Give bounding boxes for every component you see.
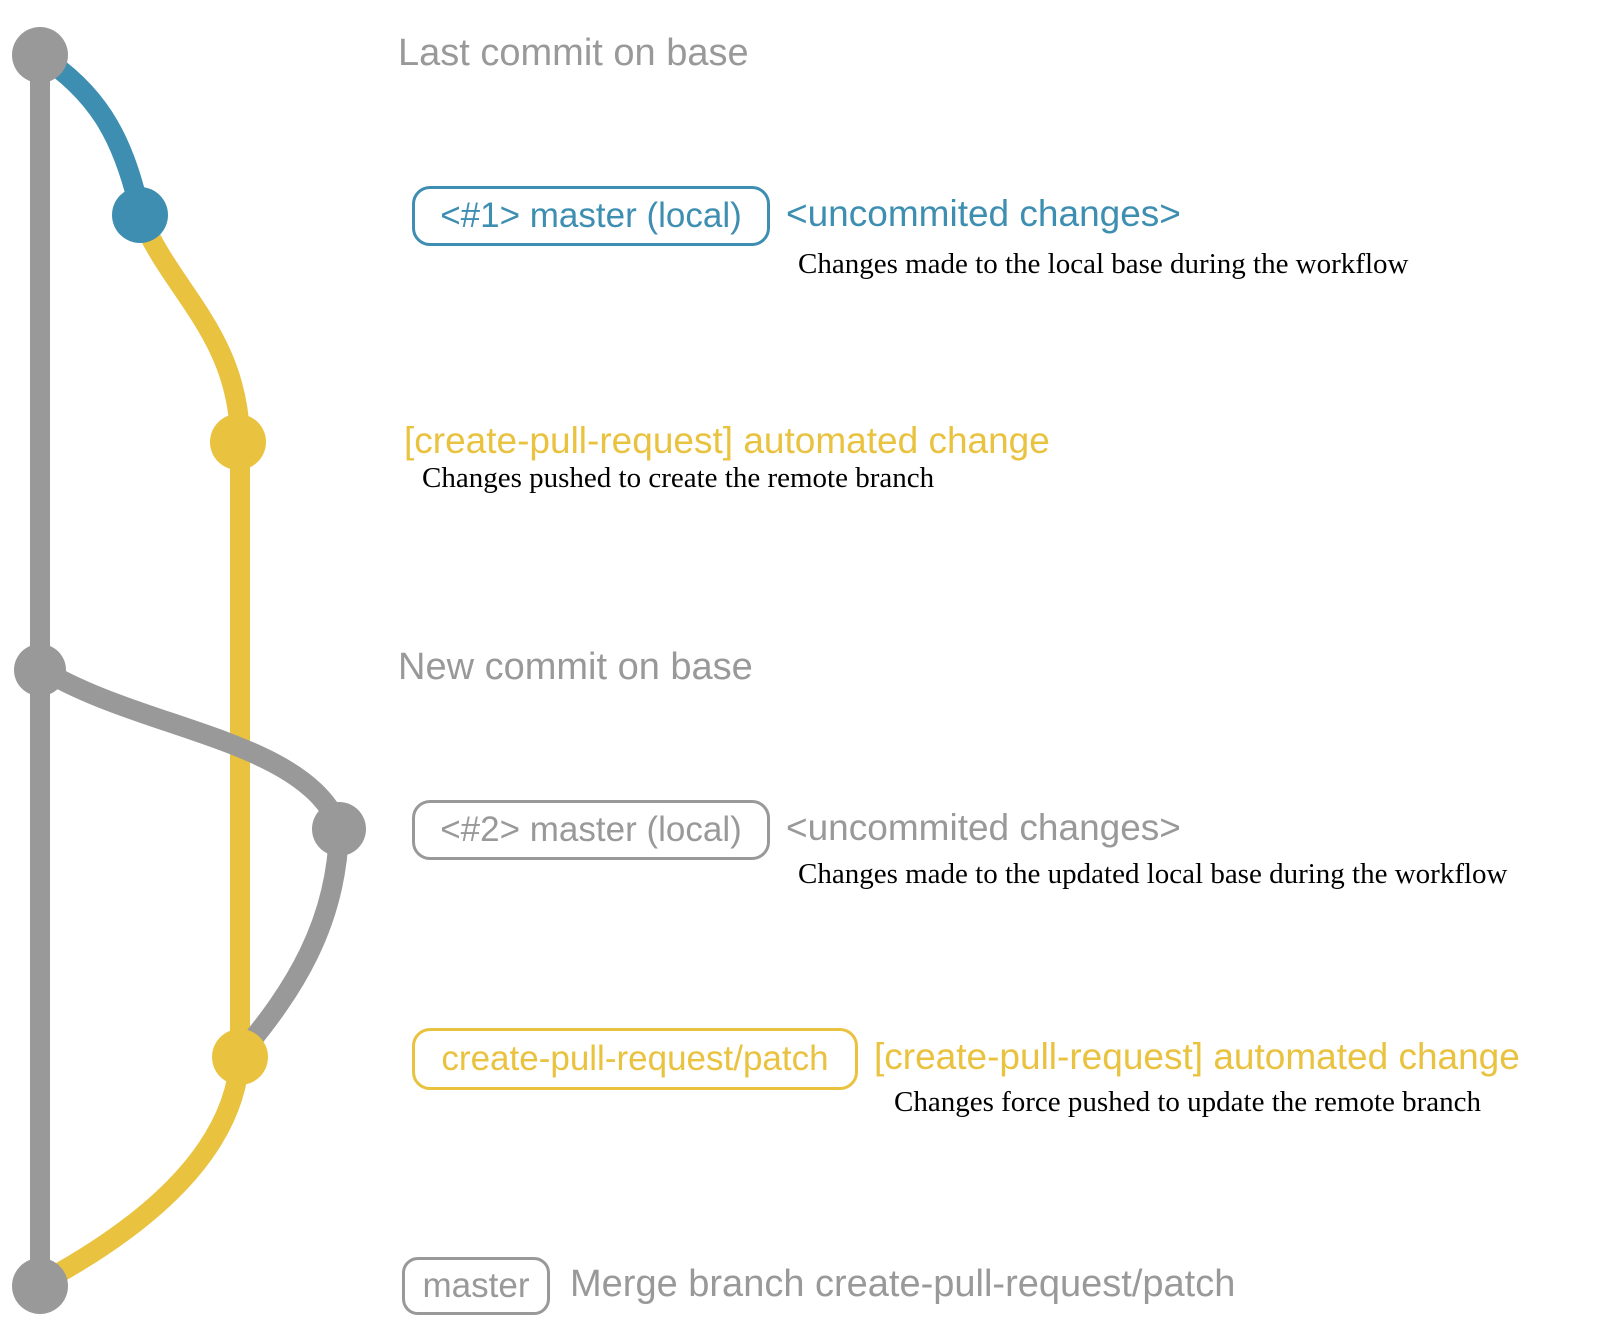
commit-dot-local-2 (312, 802, 366, 856)
local-commit-1-description: Changes made to the local base during th… (798, 248, 1409, 280)
new-commit-label: New commit on base (398, 646, 753, 688)
push-1-description: Changes pushed to create the remote bran… (422, 462, 935, 494)
push-2-description: Changes force pushed to update the remot… (894, 1086, 1482, 1118)
branch-badge-master-local-2: <#2> master (local) (412, 800, 770, 860)
commit-dot-local-1 (112, 187, 168, 243)
branch-badge-master-local-2-text: <#2> master (local) (440, 810, 742, 849)
branch-badge-master-local-1-text: <#1> master (local) (440, 196, 742, 235)
branch-badge-master-local-1: <#1> master (local) (412, 186, 770, 246)
merge-note: Merge branch create-pull-request/patch (570, 1263, 1236, 1305)
commit-dot-last-base (12, 27, 68, 83)
branch-badge-create-pull-request-patch-text: create-pull-request/patch (441, 1039, 829, 1078)
branch-badge-create-pull-request-patch: create-pull-request/patch (412, 1028, 858, 1090)
updated-local-branch-line (30, 658, 349, 836)
force-push-source-line (234, 819, 349, 1060)
local-commit-2-description: Changes made to the updated local base d… (798, 858, 1508, 890)
branch-badge-master: master (402, 1257, 550, 1315)
uncommited-changes-note-1: <uncommited changes> (786, 193, 1181, 234)
commit-dot-merge (12, 1258, 68, 1314)
commit-dot-push-2 (212, 1029, 268, 1085)
commit-dot-push-1 (210, 414, 266, 470)
uncommited-changes-note-2: <uncommited changes> (786, 807, 1181, 848)
commit-dot-new-base (14, 644, 66, 696)
automated-change-note-1: [create-pull-request] automated change (404, 420, 1050, 461)
automated-change-note-2: [create-pull-request] automated change (874, 1036, 1520, 1077)
branch-badge-master-text: master (422, 1266, 530, 1305)
last-commit-label: Last commit on base (398, 32, 749, 74)
